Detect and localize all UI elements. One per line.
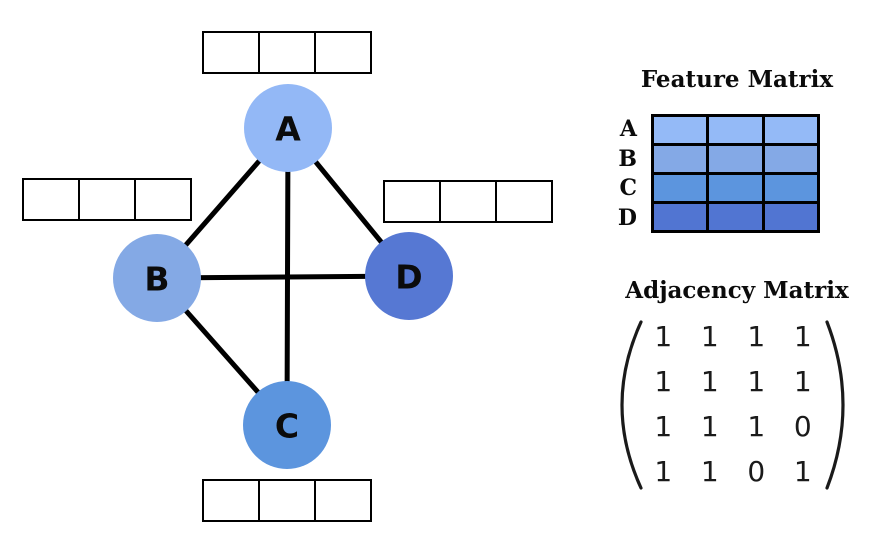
adjacency-cell: 0 (747, 454, 766, 488)
adjacency-cell: 1 (654, 454, 673, 488)
node-b (113, 234, 201, 322)
feature-matrix-row-label-a: A (619, 115, 637, 142)
feature-matrix-cell (764, 175, 817, 201)
feature-vector-d (383, 180, 553, 223)
adjacency-cell: 1 (793, 454, 812, 488)
adjacency-matrix-parentheses (620, 320, 845, 490)
feature-vector-b (22, 178, 192, 221)
feature-matrix-cell (709, 175, 762, 201)
feature-vector-a (202, 31, 372, 74)
feature-matrix-cell (654, 175, 707, 201)
adjacency-cell: 0 (793, 409, 812, 443)
feature-matrix-row-label-c: C (619, 175, 637, 202)
adjacency-cell: 1 (700, 409, 719, 443)
adjacency-cell: 1 (654, 319, 673, 353)
feature-vector-cell (314, 481, 370, 520)
adjacency-cell: 1 (747, 319, 766, 353)
node-d (365, 232, 453, 320)
feature-matrix-title: Feature Matrix (640, 66, 834, 93)
feature-matrix-cell (654, 117, 707, 143)
node-b-label: B (144, 260, 169, 299)
adjacency-cell: 1 (793, 319, 812, 353)
feature-matrix-cell (654, 204, 707, 230)
feature-matrix-row-labels: A B C D (596, 114, 644, 233)
right-paren-icon (825, 320, 845, 490)
feature-matrix-cell (709, 117, 762, 143)
feature-matrix-cell (709, 146, 762, 172)
adjacency-cell: 1 (747, 364, 766, 398)
feature-vector-cell (495, 182, 551, 221)
node-c (243, 381, 331, 469)
feature-vector-cell (258, 481, 314, 520)
node-a-label: A (275, 110, 301, 149)
feature-matrix-cell (764, 146, 817, 172)
feature-vector-cell (439, 182, 495, 221)
adjacency-cell: 1 (700, 364, 719, 398)
feature-matrix-row-label-b: B (618, 145, 637, 172)
node-c-label: C (275, 407, 299, 446)
feature-vector-cell (24, 180, 78, 219)
feature-matrix-cell (764, 117, 817, 143)
feature-vector-c (202, 479, 372, 522)
adjacency-cell: 1 (700, 454, 719, 488)
feature-vector-cell (78, 180, 134, 219)
feature-vector-cell (314, 33, 370, 72)
feature-vector-cell (204, 481, 258, 520)
feature-matrix-grid (651, 114, 820, 233)
feature-vector-cell (385, 182, 439, 221)
left-paren-icon (620, 320, 643, 490)
node-d-label: D (395, 258, 422, 297)
feature-vector-cell (258, 33, 314, 72)
feature-matrix-cell (654, 146, 707, 172)
adjacency-matrix-grid: 1 1 1 1 1 1 1 1 1 1 1 0 1 1 0 1 (640, 314, 826, 494)
adjacency-cell: 1 (700, 319, 719, 353)
adjacency-cell: 1 (654, 364, 673, 398)
feature-matrix-cell (709, 204, 762, 230)
adjacency-cell: 1 (654, 409, 673, 443)
feature-vector-cell (204, 33, 258, 72)
adjacency-matrix-title: Adjacency Matrix (625, 277, 849, 304)
node-a (244, 84, 332, 172)
feature-matrix-cell (764, 204, 817, 230)
adjacency-cell: 1 (747, 409, 766, 443)
adjacency-cell: 1 (793, 364, 812, 398)
feature-matrix-row-label-d: D (617, 205, 637, 232)
feature-vector-cell (134, 180, 190, 219)
